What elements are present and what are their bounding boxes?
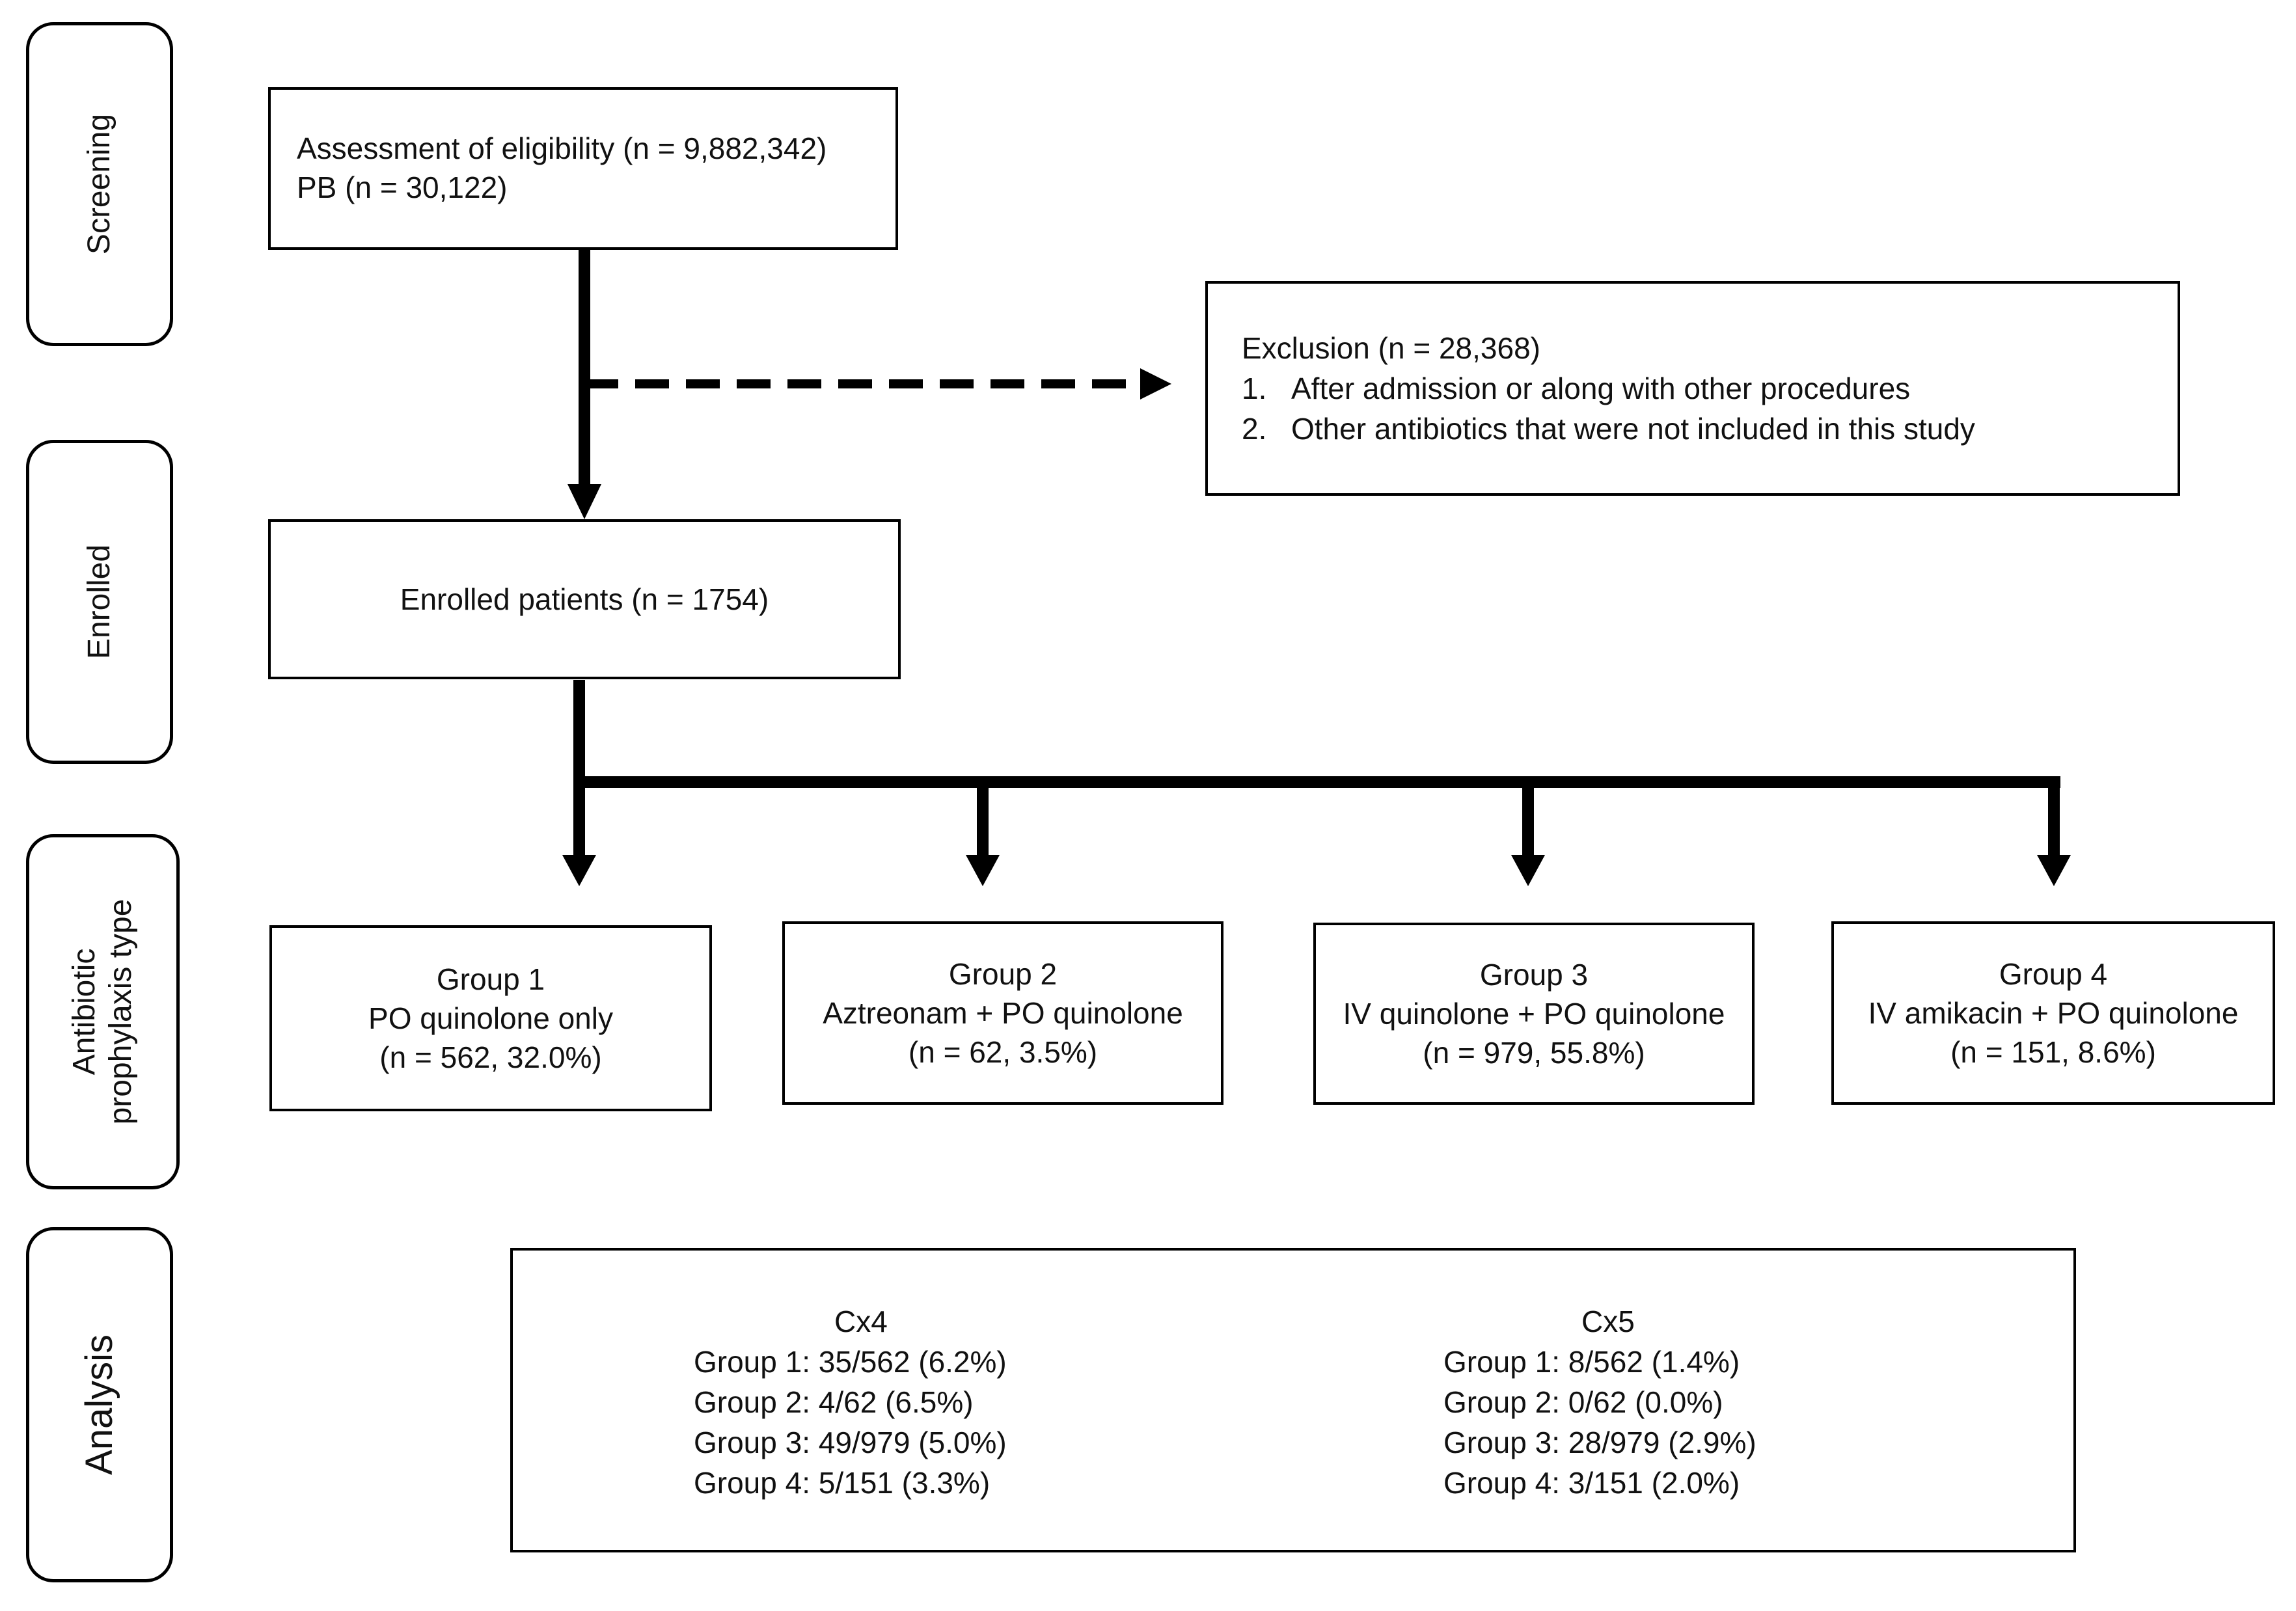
group-1-regimen: PO quinolone only bbox=[368, 1001, 613, 1035]
exclusion-item-2-text: Other antibiotics that were not included… bbox=[1291, 412, 1975, 446]
cx4-row-group-3: Group 3: 49/979 (5.0%) bbox=[694, 1426, 1007, 1459]
arrowhead-group-4 bbox=[2037, 855, 2071, 886]
stage-screening: Screening bbox=[26, 22, 173, 346]
exclusion-title: Exclusion (n = 28,368) bbox=[1242, 331, 1540, 365]
assessment-eligibility-text: Assessment of eligibility (n = 9,882,342… bbox=[297, 131, 827, 165]
group-4-count: (n = 151, 8.6%) bbox=[1950, 1035, 2156, 1069]
group-3-count: (n = 979, 55.8%) bbox=[1423, 1036, 1645, 1070]
group-2-title: Group 2 bbox=[948, 957, 1058, 991]
group-2-regimen: Aztreonam + PO quinolone bbox=[823, 996, 1183, 1030]
stage-analysis-label: Analysis bbox=[78, 1334, 120, 1475]
group-4-box: Group 4 IV amikacin + PO quinolone (n = … bbox=[1831, 921, 2275, 1105]
group-4-title: Group 4 bbox=[1999, 957, 2108, 991]
group-1-count: (n = 562, 32.0%) bbox=[379, 1040, 602, 1074]
group-2-box: Group 2 Aztreonam + PO quinolone (n = 62… bbox=[782, 921, 1223, 1105]
stage-screening-label: Screening bbox=[82, 113, 116, 255]
stage-antibiotic-prophylaxis: Antibiotic prophylaxis type bbox=[26, 834, 180, 1189]
arrowhead-group-3 bbox=[1511, 855, 1545, 886]
cx5-row-group-4: Group 4: 3/151 (2.0%) bbox=[1443, 1466, 1740, 1500]
stage-antibiotic-label-line2: prophylaxis type bbox=[103, 899, 138, 1125]
exclusion-box: Exclusion (n = 28,368) 1. After admissio… bbox=[1205, 281, 2180, 496]
exclusion-item-2: 2. Other antibiotics that were not inclu… bbox=[1242, 409, 2178, 449]
stage-antibiotic-label: Antibiotic prophylaxis type bbox=[66, 899, 139, 1125]
arrowhead-enrolled bbox=[567, 484, 601, 519]
arrowhead-group-2 bbox=[966, 855, 1000, 886]
assessment-pb-text: PB (n = 30,122) bbox=[297, 170, 508, 204]
cx4-row-group-4: Group 4: 5/151 (3.3%) bbox=[694, 1466, 991, 1500]
group-2-count: (n = 62, 3.5%) bbox=[908, 1035, 1098, 1069]
group-3-title: Group 3 bbox=[1479, 958, 1589, 992]
stage-enrolled-label: Enrolled bbox=[82, 544, 116, 660]
group-1-title: Group 1 bbox=[436, 962, 545, 996]
group-3-box: Group 3 IV quinolone + PO quinolone (n =… bbox=[1313, 923, 1755, 1105]
stage-antibiotic-label-line1: Antibiotic bbox=[67, 948, 102, 1076]
enrolled-box: Enrolled patients (n = 1754) bbox=[268, 519, 901, 679]
cx4-title: Cx4 bbox=[834, 1305, 888, 1338]
assessment-box: Assessment of eligibility (n = 9,882,342… bbox=[268, 87, 898, 250]
group-4-regimen: IV amikacin + PO quinolone bbox=[1868, 996, 2239, 1030]
arrowhead-exclusion bbox=[1140, 368, 1171, 399]
exclusion-item-1-text: After admission or along with other proc… bbox=[1291, 372, 1911, 405]
cx5-title: Cx5 bbox=[1581, 1305, 1635, 1338]
group-3-regimen: IV quinolone + PO quinolone bbox=[1343, 997, 1725, 1031]
analysis-box bbox=[510, 1248, 2076, 1552]
stage-analysis: Analysis bbox=[26, 1227, 173, 1582]
arrowhead-group-1 bbox=[562, 855, 596, 886]
cx4-row-group-1: Group 1: 35/562 (6.2%) bbox=[694, 1345, 1007, 1379]
cx5-row-group-2: Group 2: 0/62 (0.0%) bbox=[1443, 1385, 1723, 1419]
cx4-row-group-2: Group 2: 4/62 (6.5%) bbox=[694, 1385, 974, 1419]
cx5-row-group-3: Group 3: 28/979 (2.9%) bbox=[1443, 1426, 1756, 1459]
stage-enrolled: Enrolled bbox=[26, 440, 173, 764]
group-1-box: Group 1 PO quinolone only (n = 562, 32.0… bbox=[269, 925, 712, 1111]
cx4-column: Cx4 Group 1: 35/562 (6.2%) Group 2: 4/62… bbox=[694, 1301, 1007, 1503]
exclusion-item-1: 1. After admission or along with other p… bbox=[1242, 368, 2178, 409]
cx5-row-group-1: Group 1: 8/562 (1.4%) bbox=[1443, 1345, 1740, 1379]
cx5-column: Cx5 Group 1: 8/562 (1.4%) Group 2: 0/62 … bbox=[1443, 1301, 1756, 1503]
enrolled-text: Enrolled patients (n = 1754) bbox=[400, 582, 769, 616]
